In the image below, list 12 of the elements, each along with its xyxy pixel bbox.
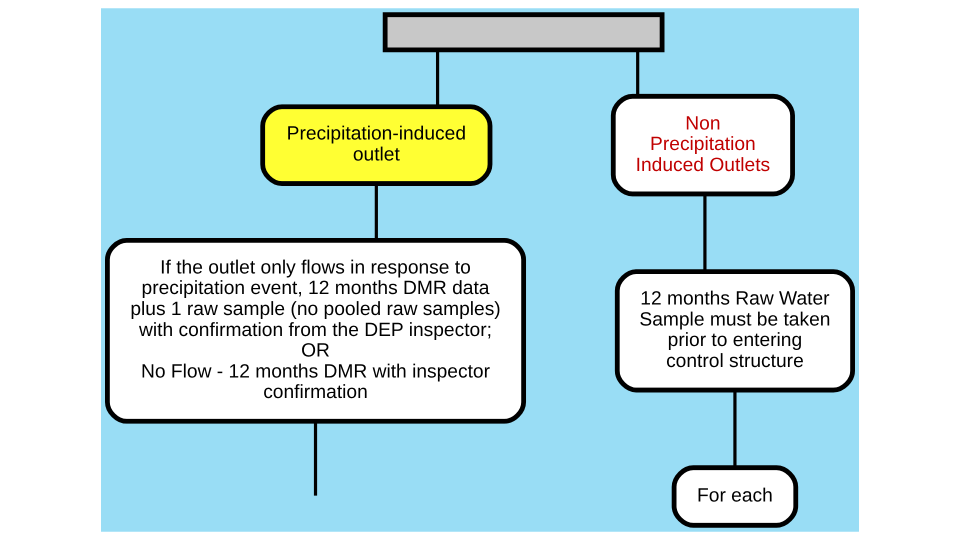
connector (703, 194, 707, 272)
connector (436, 50, 440, 107)
connector (636, 50, 640, 96)
node-box: For each (672, 465, 798, 528)
connector (374, 184, 378, 240)
node-box: Precipitation-induced outlet (260, 104, 492, 186)
node-box: 12 months Raw Water Sample must be taken prior to entering control structure (614, 269, 855, 392)
node-box (382, 12, 664, 52)
node-box: If the outlet only flows in response to precipitation event, 12 months DMR data plus 1 raw sample (no pooled raw samples) with confirmation from the DEP inspector; OR No Flow - 12 months DMR with inspector confirmation (105, 238, 526, 424)
connector (733, 390, 737, 468)
connector (314, 421, 318, 496)
node-box: Non Precipitation Induced Outlets (610, 94, 795, 196)
